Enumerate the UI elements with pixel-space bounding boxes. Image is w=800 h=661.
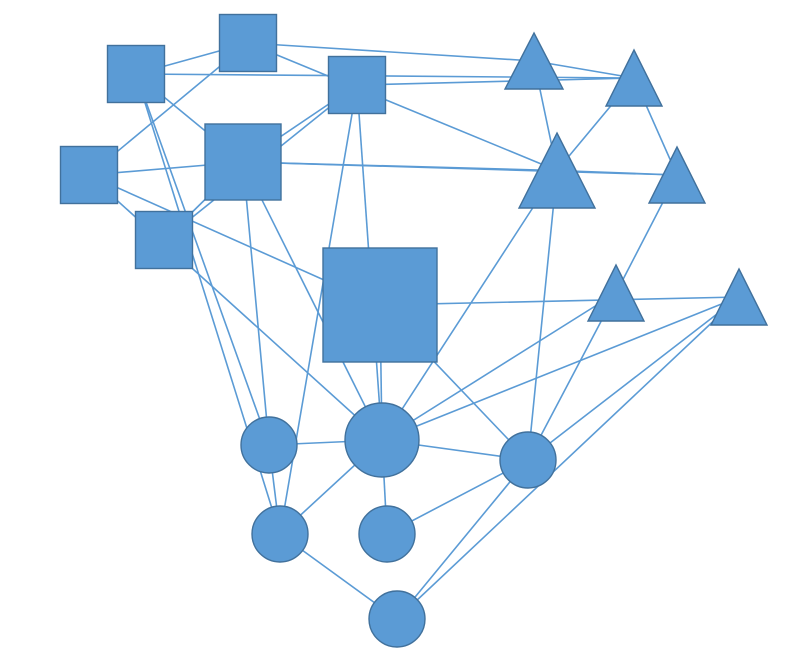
- edge-tri6-c6: [396, 296, 740, 620]
- triangle-node-tri6: [709, 267, 769, 326]
- circle-node-c3: [499, 431, 557, 489]
- edge-sq3-tri3: [247, 42, 558, 172]
- square-node-sq6: [327, 55, 387, 115]
- circle-node-c5: [358, 505, 416, 563]
- triangle-node-tri5: [586, 263, 646, 322]
- edge-sq6-tri2: [356, 77, 635, 86]
- circle-node-c1: [240, 416, 298, 474]
- triangle-node-tri2: [604, 48, 664, 107]
- square-node-sq7: [322, 247, 438, 363]
- edge-tri3-c3: [527, 170, 558, 461]
- circle-node-c4: [251, 505, 309, 563]
- triangle-node-tri4: [647, 145, 707, 204]
- square-node-sq5: [134, 210, 194, 270]
- square-node-sq2: [59, 145, 119, 205]
- edge-tri6-c2: [381, 296, 740, 441]
- circle-node-c6: [368, 590, 426, 648]
- triangle-node-tri3: [517, 131, 597, 209]
- edge-tri3-c2: [381, 170, 558, 441]
- edge-tri5-c2: [381, 292, 617, 441]
- square-node-sq4: [204, 123, 282, 201]
- edge-c3-c6: [396, 459, 529, 620]
- edge-sq1-c1: [135, 73, 270, 446]
- edge-sq7-tri6: [379, 296, 740, 306]
- edge-sq3-tri1: [247, 42, 535, 62]
- nodes-layer: [59, 13, 769, 648]
- square-node-sq1: [106, 44, 166, 104]
- edge-sq4-c2: [242, 161, 383, 441]
- circle-node-c2: [344, 402, 420, 478]
- edge-tri6-c3: [527, 296, 740, 461]
- triangle-node-tri1: [503, 31, 565, 90]
- edge-sq4-c1: [242, 161, 270, 446]
- square-node-sq3: [218, 13, 278, 73]
